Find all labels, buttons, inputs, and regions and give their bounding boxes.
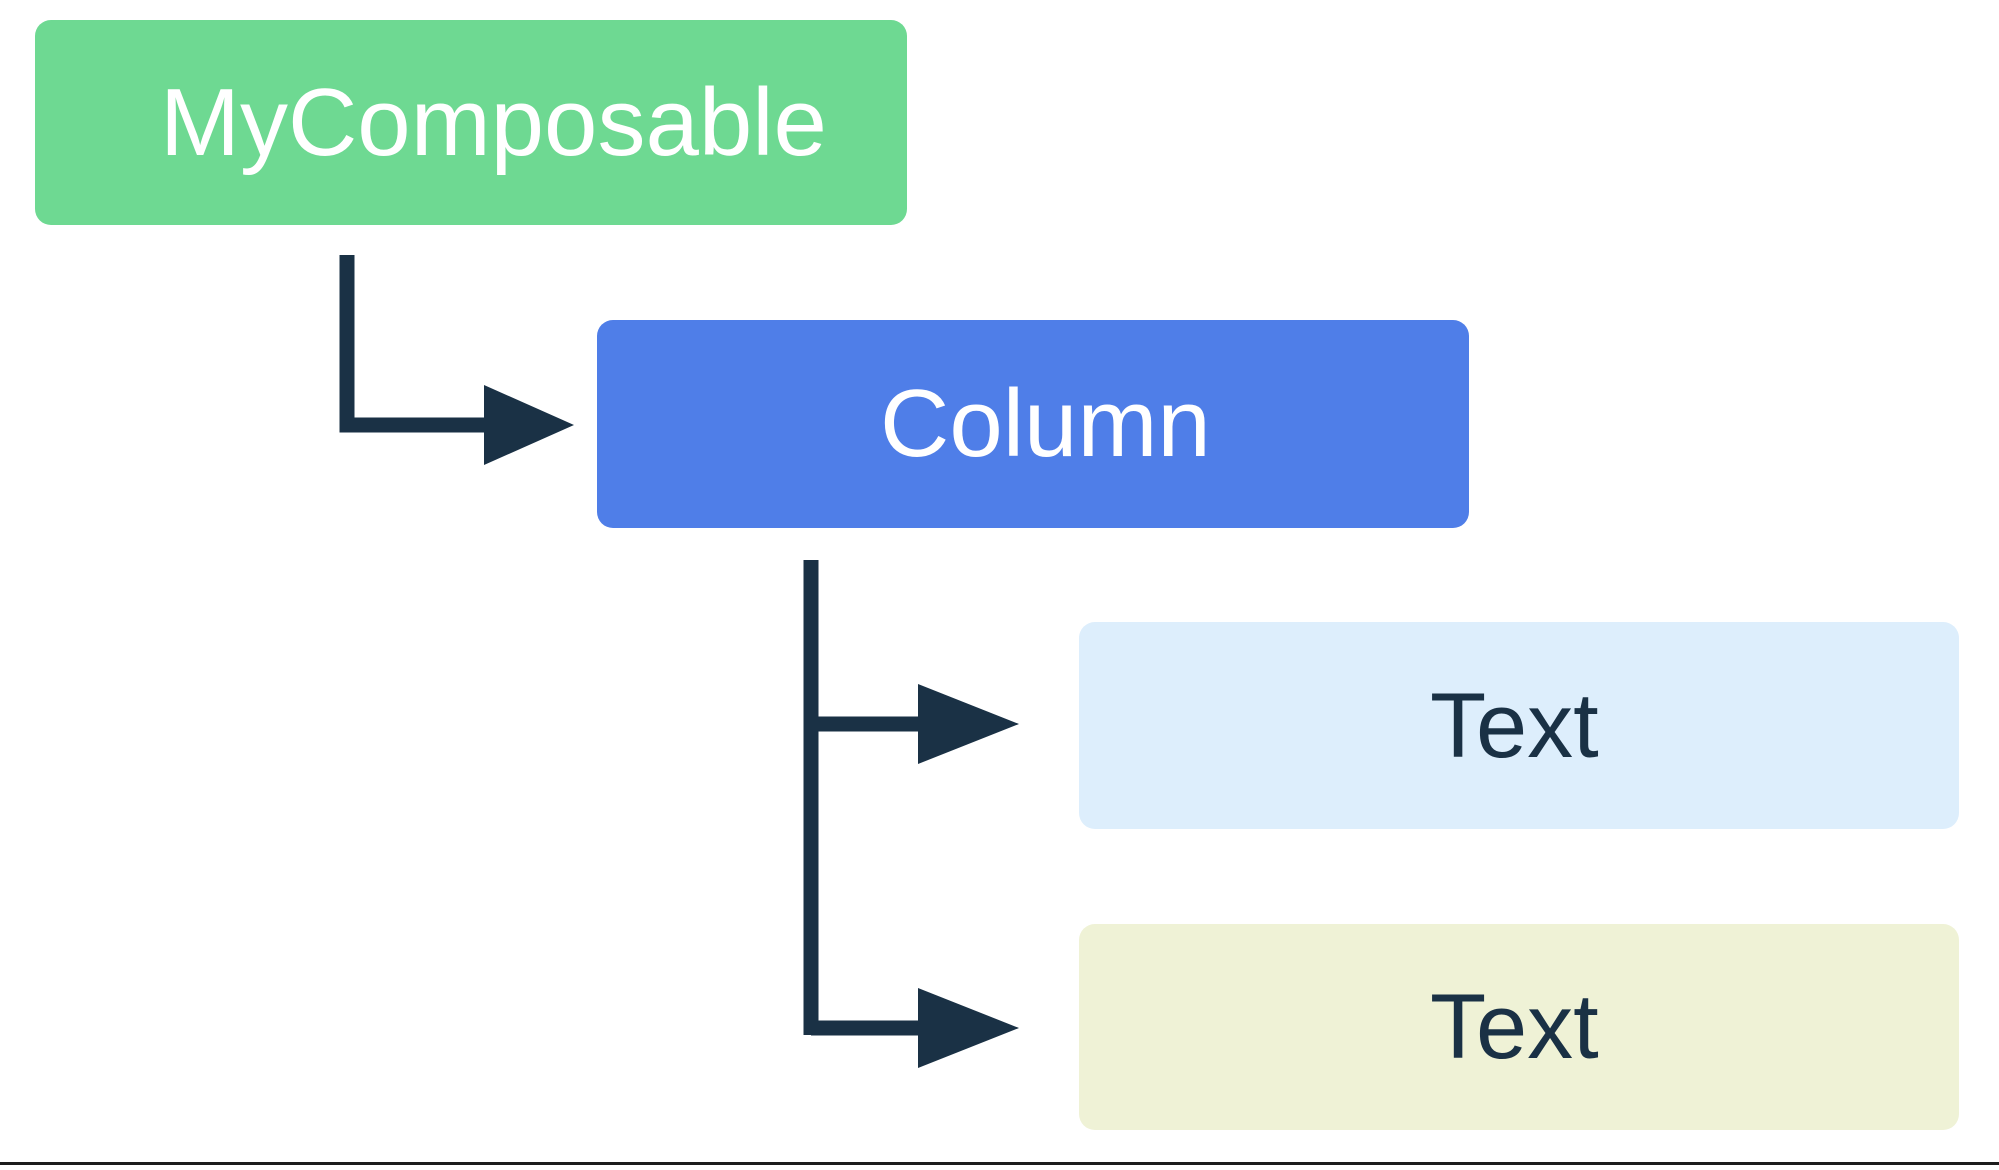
bottom-divider bbox=[0, 1162, 1999, 1165]
node-text-first[interactable]: Text bbox=[1079, 622, 1959, 829]
node-my-composable-label: MyComposable bbox=[160, 68, 827, 176]
edge-root-to-column bbox=[339, 255, 574, 465]
edge-column-to-text-2 bbox=[811, 988, 1019, 1068]
node-column[interactable]: Column bbox=[597, 320, 1469, 528]
edge-column-to-text-2-arrowhead bbox=[918, 988, 1019, 1068]
node-my-composable[interactable]: MyComposable bbox=[35, 20, 907, 225]
node-text-second[interactable]: Text bbox=[1079, 924, 1959, 1130]
edge-root-to-column-line bbox=[339, 255, 491, 433]
node-text-first-label: Text bbox=[1430, 674, 1599, 777]
edge-root-to-column-arrowhead bbox=[484, 385, 574, 465]
edge-column-to-text-1-arrowhead bbox=[918, 684, 1019, 764]
node-text-second-label: Text bbox=[1430, 976, 1599, 1078]
node-column-label: Column bbox=[880, 370, 1211, 477]
edge-column-to-text-1 bbox=[811, 684, 1019, 764]
